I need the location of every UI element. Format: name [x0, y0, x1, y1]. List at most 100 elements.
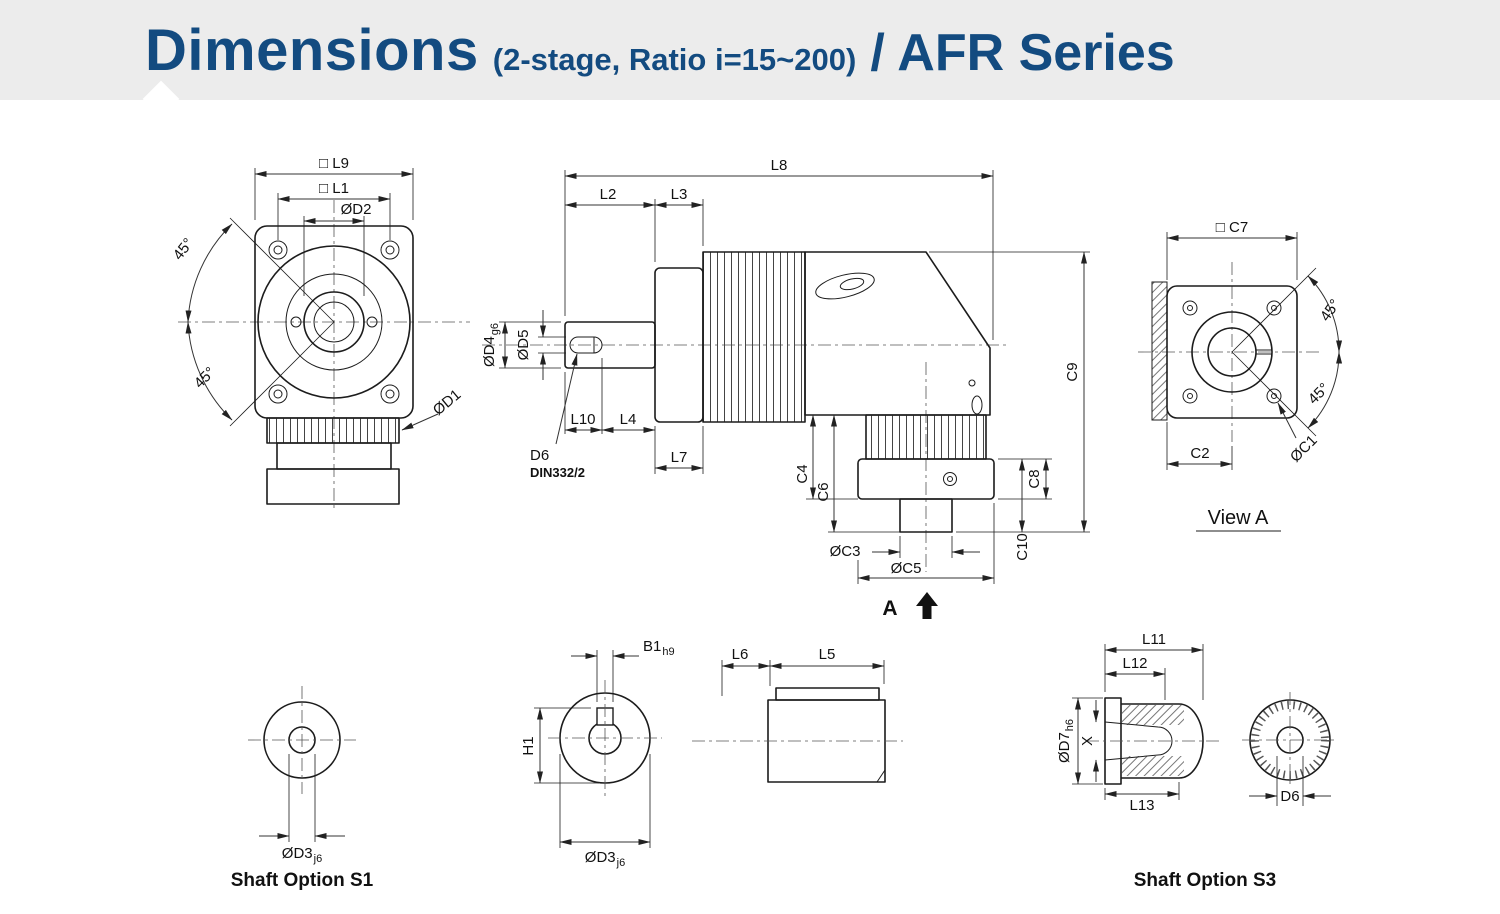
dim-label-d3-key: ØD3j6	[585, 849, 625, 869]
view-a-caption: View A	[1196, 507, 1281, 532]
dim-l7: L7	[654, 426, 704, 474]
callout-label-d6: D6	[530, 447, 549, 464]
angle-label-bottom-a: 45°	[1305, 380, 1333, 408]
side-view-part	[564, 251, 995, 533]
dim-c3: ØC3	[830, 536, 980, 560]
dim-label-d3-s1: ØD3j6	[282, 845, 322, 865]
dim-label-d2: ØD2	[341, 201, 372, 218]
dim-angle-bottom: 45°	[185, 321, 233, 421]
dim-c6: C6	[815, 414, 900, 533]
dim-d2: ØD2	[303, 201, 372, 296]
dim-angle-top-a: 45°	[1307, 275, 1344, 353]
dim-d6-s3: D6	[1249, 756, 1331, 806]
page-title-row: Dimensions (2-stage, Ratio i=15~200) / A…	[145, 17, 1175, 84]
dim-label-l7: L7	[671, 449, 688, 466]
front-view: □ L9 □ L1 ØD2 45° 45° ØD1	[170, 155, 470, 512]
page-subtitle: (2-stage, Ratio i=15~200)	[492, 41, 857, 77]
dim-label-l6: L6	[732, 646, 749, 663]
dim-c9: C9	[929, 251, 1090, 533]
dim-l8: L8	[564, 157, 994, 340]
dim-l10: L10	[564, 358, 603, 434]
dim-label-c5: ØC5	[891, 560, 922, 577]
view-direction-arrow: A	[882, 592, 938, 620]
dim-label-c8: C8	[1026, 469, 1043, 488]
dim-label-l12: L12	[1122, 655, 1147, 672]
dim-l4: L4	[601, 411, 656, 434]
dim-l1: □ L1	[277, 180, 391, 240]
dim-b1: B1h9	[571, 638, 675, 702]
callout-d6: D6 DIN332/2	[530, 353, 585, 480]
dim-d3-key: ØD3j6	[559, 754, 651, 869]
shaft-option-s3: L11 L12 ØD7h6 X L13	[1056, 631, 1338, 891]
front-bolt-holes	[268, 240, 400, 404]
dim-label-c3: ØC3	[830, 543, 861, 560]
dim-label-c9: C9	[1064, 362, 1081, 381]
view-a-part	[1151, 267, 1317, 437]
dim-label-l11: L11	[1142, 631, 1166, 648]
dim-d1: ØD1	[401, 386, 465, 431]
callout-label-din: DIN332/2	[530, 465, 585, 480]
dim-l12: L12	[1104, 655, 1166, 700]
dim-d5: ØD5	[515, 310, 566, 380]
dim-label-l9: □ L9	[319, 155, 349, 172]
dim-label-l8: L8	[771, 157, 788, 174]
dim-label-c1: ØC1	[1287, 432, 1321, 466]
dim-label-l4: L4	[620, 411, 637, 428]
dim-l3: L3	[654, 186, 704, 246]
view-arrow-label: A	[882, 597, 897, 620]
front-view-part	[229, 217, 414, 505]
dim-label-c4: C4	[794, 464, 811, 483]
dim-label-c7: □ C7	[1216, 219, 1248, 236]
dim-label-l13: L13	[1129, 797, 1154, 814]
dim-label-d1: ØD1	[430, 386, 465, 419]
dim-angle-bottom-a: 45°	[1305, 351, 1343, 429]
dim-label-d6-s3: D6	[1280, 788, 1299, 805]
dim-l9: □ L9	[254, 155, 414, 220]
angle-label-bottom: 45°	[191, 364, 219, 392]
angle-label-top-a: 45°	[1317, 296, 1344, 324]
dim-label-l2: L2	[600, 186, 617, 203]
up-arrow-icon	[916, 592, 938, 606]
dim-d3-s1: ØD3j6	[259, 754, 345, 865]
dim-c8: C8	[998, 458, 1052, 500]
dim-l6: L6	[721, 646, 771, 696]
dim-c5: ØC5	[857, 503, 995, 584]
dim-x: X	[1079, 700, 1099, 782]
dim-label-l1: □ L1	[319, 180, 349, 197]
shaft-s3-caption: Shaft Option S3	[1134, 870, 1277, 891]
page-title: Dimensions	[145, 17, 479, 83]
dim-c10: C10	[1014, 458, 1031, 561]
dim-h1: H1	[520, 707, 599, 784]
shaft-option-s1: ØD3j6 Shaft Option S1	[231, 686, 374, 891]
dim-label-d7: ØD7h6	[1056, 719, 1076, 763]
dim-label-d4: ØD4g6	[481, 323, 501, 367]
dim-label-c2: C2	[1190, 445, 1209, 462]
dim-l13: L13	[1104, 782, 1180, 814]
side-view: L8 L2 L3 ØD4g6 ØD5 L10	[481, 157, 1090, 620]
dim-label-b1: B1h9	[643, 638, 675, 658]
view-a-caption-label: View A	[1208, 507, 1269, 529]
shaft-s1-caption: Shaft Option S1	[231, 870, 374, 891]
dim-label-c10: C10	[1014, 533, 1031, 561]
series-label: / AFR Series	[870, 23, 1175, 82]
dim-c2: C2	[1166, 422, 1233, 470]
dim-label-h1: H1	[520, 736, 537, 755]
dim-d7: ØD7h6	[1056, 697, 1103, 785]
up-arrow-stem	[922, 606, 932, 619]
dim-label-l3: L3	[671, 186, 688, 203]
shaft-plain-side-view: L6 L5	[692, 646, 903, 783]
dim-angle-top: 45°	[170, 223, 233, 323]
dim-label-d5: ØD5	[515, 330, 532, 361]
shaft-keyway-view: B1h9 H1 ØD3j6	[520, 638, 675, 869]
page-header: Dimensions (2-stage, Ratio i=15~200) / A…	[0, 0, 1500, 100]
dim-label-c6: C6	[815, 482, 832, 501]
dimension-drawing: □ L9 □ L1 ØD2 45° 45° ØD1	[170, 155, 1344, 891]
view-a: □ C7 45° 45° ØC1 C2 View A	[1138, 219, 1344, 532]
s3-side-part	[1104, 697, 1204, 785]
dim-c7: □ C7	[1166, 219, 1298, 280]
s3-end-part	[1242, 692, 1338, 788]
dim-label-l10: L10	[570, 411, 595, 428]
dim-l5: L5	[769, 646, 885, 684]
dim-label-l5: L5	[819, 646, 836, 663]
angle-label-top: 45°	[170, 235, 197, 263]
